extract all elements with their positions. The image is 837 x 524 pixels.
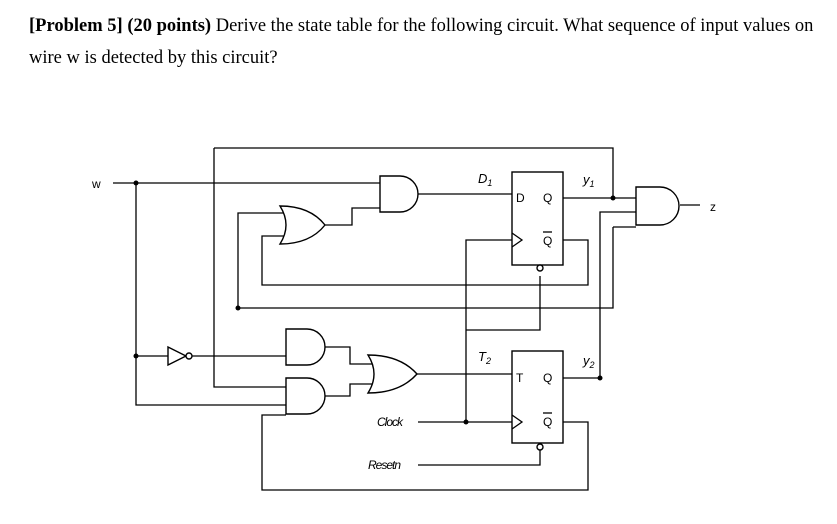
problem-label: [Problem 5] [29,16,123,36]
junction-dots [133,180,616,425]
ff1-q-label: Q [543,191,552,205]
and-gate-1 [379,175,419,213]
and-gate-output [635,186,680,226]
problem-statement: [Problem 5] (20 points) Derive the state… [29,10,819,74]
clock-label: Clock [377,415,404,429]
ff1-qbar-label: Q [543,234,552,248]
ff2-t-label: T [516,371,524,385]
or-gate-1 [278,205,326,245]
or-gate-2 [366,354,418,394]
ff1-d-label: D [516,191,525,205]
not-gate [167,345,193,367]
y1-label: y1 [582,172,595,189]
problem-text: Derive the state table for the following… [29,16,814,68]
d-flip-flop: D Q Q [511,171,564,272]
and-gate-3 [285,377,326,415]
y2-label: y2 [582,353,595,370]
output-z-label: z [710,200,716,214]
t-flip-flop: T Q Q [511,350,564,451]
ff2-qbar-label: Q [543,415,552,429]
problem-points: (20 points) [127,16,212,36]
d1-label: D1 [478,171,492,188]
input-w-label: w [91,177,101,191]
t2-label: T2 [478,349,491,366]
circuit-wires [113,147,700,491]
ff2-q-label: Q [543,371,552,385]
and-gate-2 [285,328,326,366]
resetn-label: Resetn [368,458,401,472]
